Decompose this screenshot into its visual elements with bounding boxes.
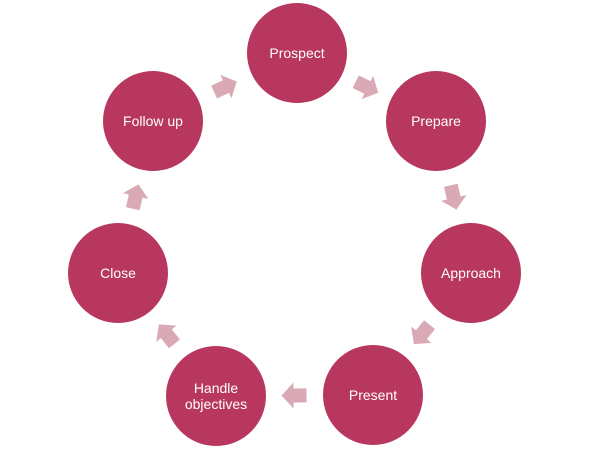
cycle-step-label: Close	[100, 265, 136, 281]
cycle-step-circle	[103, 71, 203, 171]
cycle-step-node: Follow up	[103, 71, 203, 171]
cycle-step-label: Follow up	[123, 113, 183, 129]
arrows-layer	[123, 74, 467, 409]
cycle-step-node: Approach	[421, 223, 521, 323]
cycle-step-circle	[68, 223, 168, 323]
flow-arrow-icon	[156, 324, 180, 349]
cycle-step-node: Close	[68, 223, 168, 323]
flow-arrow-icon	[411, 320, 435, 345]
flow-arrow-icon	[352, 75, 379, 100]
flow-arrow-icon	[441, 183, 467, 210]
flow-arrow-icon	[211, 74, 237, 99]
cycle-step-circle	[386, 71, 486, 171]
cycle-step-label: Approach	[441, 265, 501, 281]
cycle-step-circle	[247, 3, 347, 103]
cycle-step-node: Prospect	[247, 3, 347, 103]
flow-arrow-icon	[123, 184, 149, 211]
cycle-step-node: Present	[323, 345, 423, 445]
cycle-step-label: objectives	[185, 396, 247, 412]
cycle-step-node: Prepare	[386, 71, 486, 171]
cycle-step-label: Present	[349, 387, 397, 403]
cycle-step-circle	[166, 346, 266, 446]
cycle-step-circle	[421, 223, 521, 323]
cycle-step-label: Prepare	[411, 113, 461, 129]
cycle-step-circle	[323, 345, 423, 445]
flow-arrow-icon	[281, 382, 307, 409]
cycle-step-label: Prospect	[269, 45, 324, 61]
cycle-step-label: Handle	[194, 380, 239, 396]
